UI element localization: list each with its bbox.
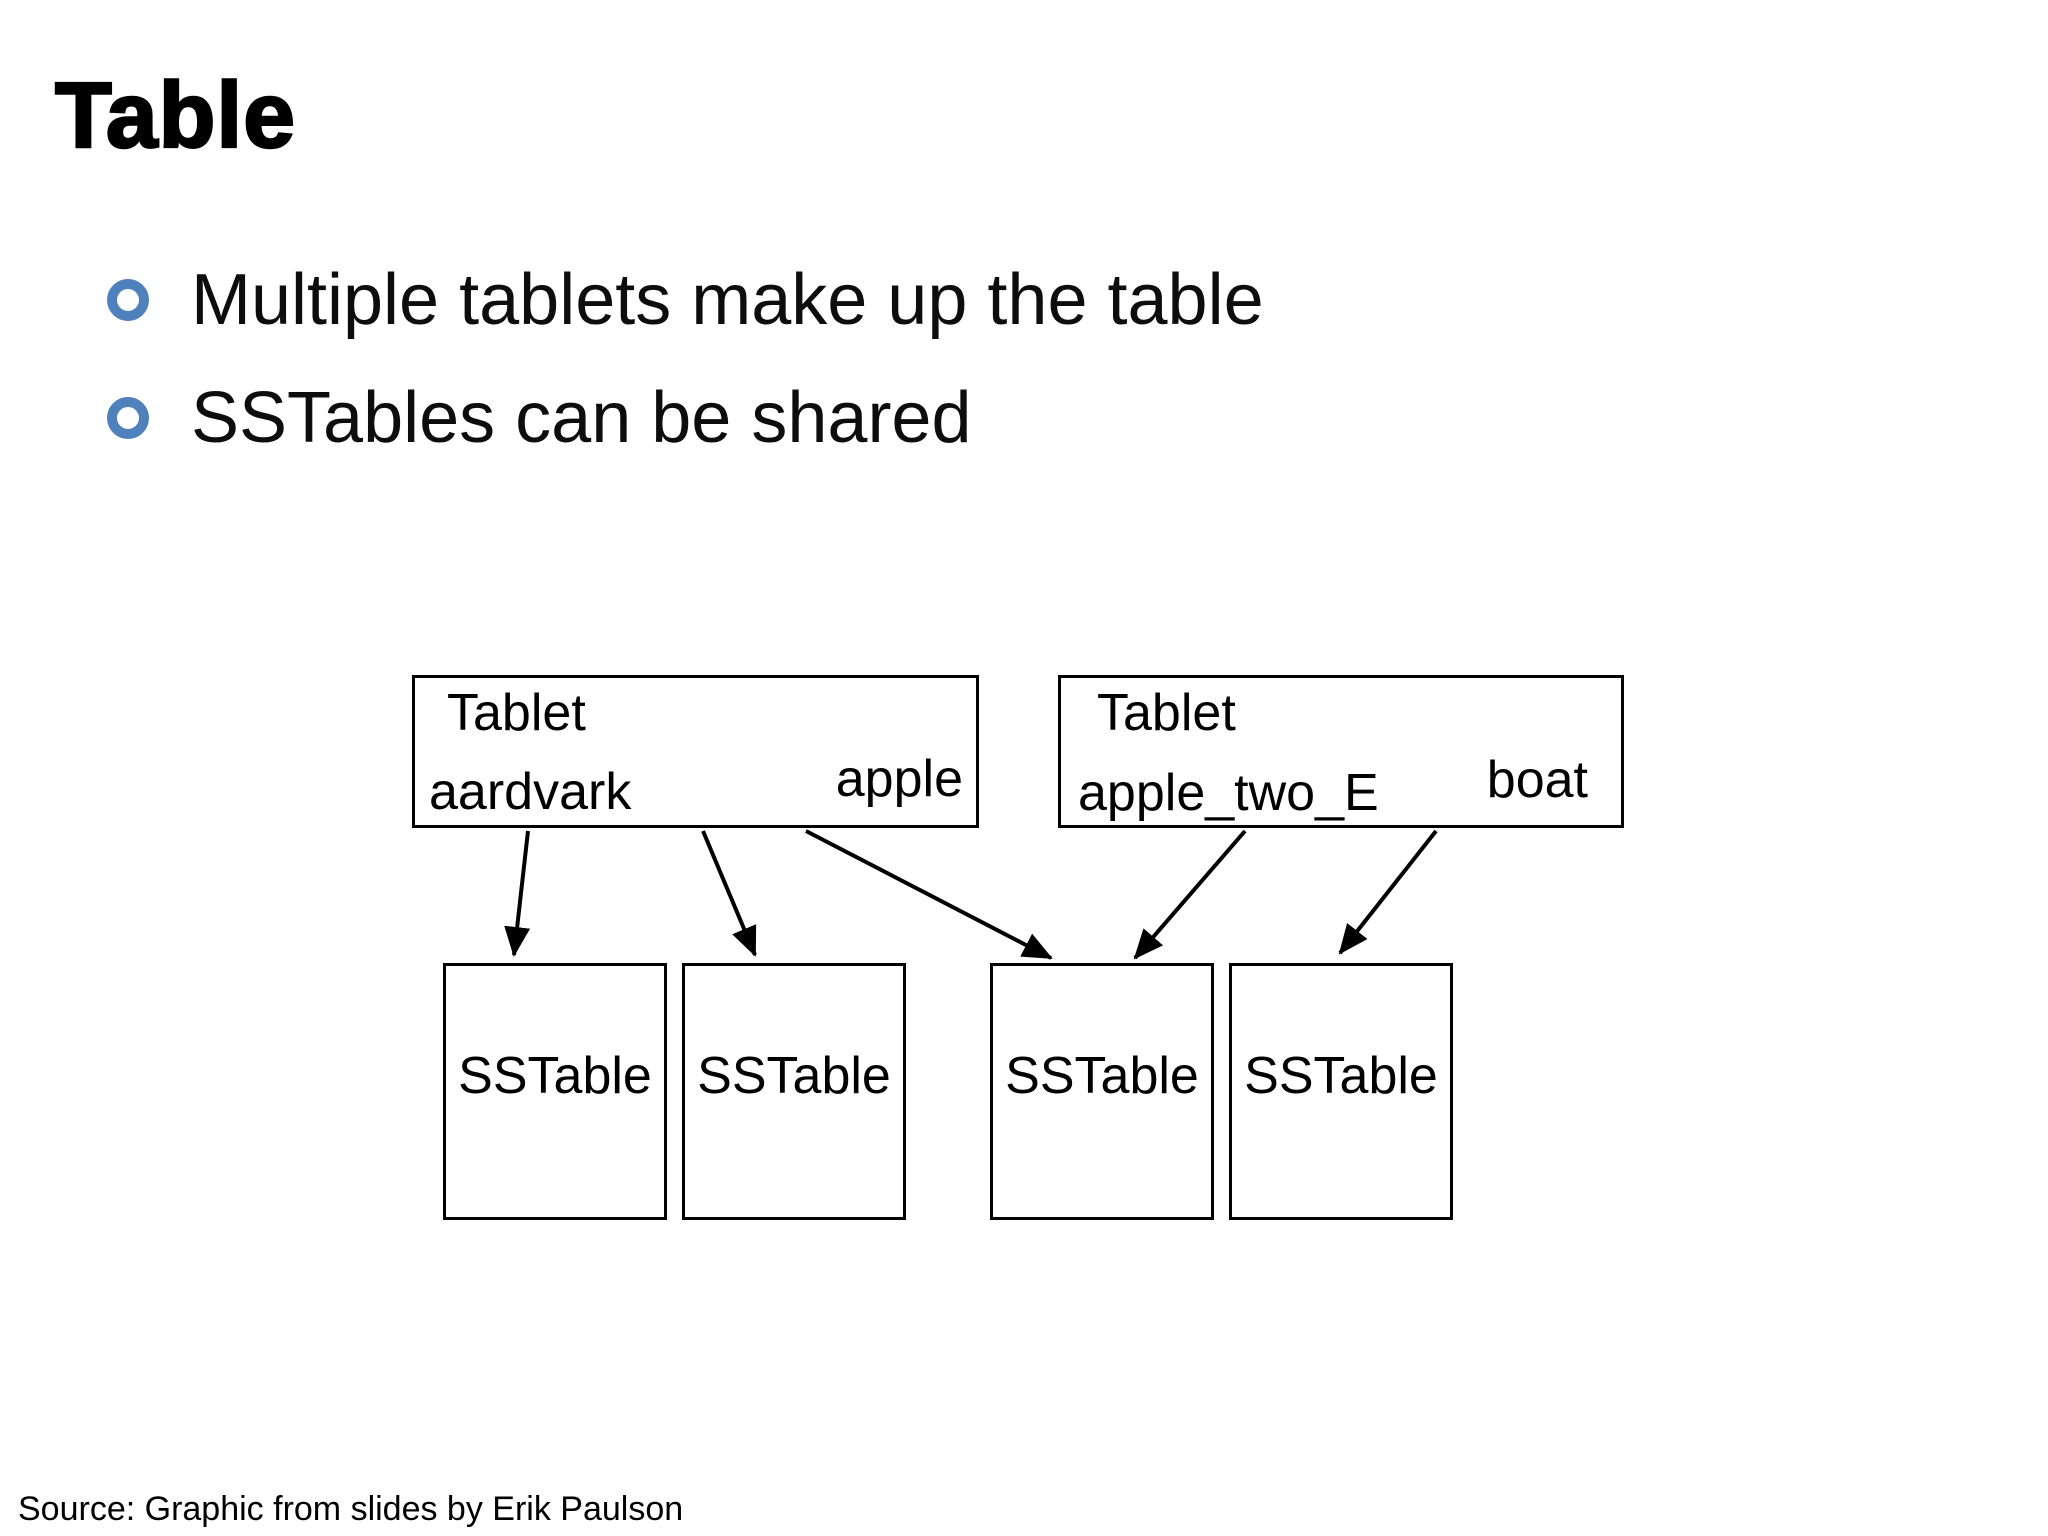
sstable-box-4: SSTable [1229, 963, 1453, 1220]
sstable-1-label: SSTable [458, 1046, 652, 1105]
sstable-box-3: SSTable [990, 963, 1214, 1220]
arrow-tablet1-sstable2 [701, 830, 757, 957]
tablet-box-1: Tablet aardvark apple [412, 675, 979, 828]
tablet-2-start-key: apple_two_E [1078, 764, 1379, 822]
arrow-tablet1-sstable1 [504, 830, 531, 957]
arrow-tablet2-sstable3 [1133, 829, 1247, 960]
bullet-ring-icon [107, 397, 149, 439]
sstable-3-label: SSTable [1005, 1046, 1199, 1105]
bullet-ring-icon [107, 279, 149, 321]
sstable-4-label: SSTable [1244, 1046, 1438, 1105]
bullet-item-2: SSTables can be shared [107, 376, 972, 460]
source-credit: Source: Graphic from slides by Erik Paul… [18, 1490, 684, 1528]
bullet-text-1: Multiple tablets make up the table [191, 260, 1264, 340]
tablet-1-end-key: apple [835, 750, 963, 808]
tablet-box-2: Tablet apple_two_E boat [1058, 675, 1624, 828]
arrow-tablet2-sstable4 [1338, 829, 1438, 955]
tablet-1-type-label: Tablet [447, 684, 586, 742]
tablet-2-end-key: boat [1486, 751, 1588, 809]
sstable-box-1: SSTable [443, 963, 667, 1220]
arrow-tablet1-sstable3 [805, 829, 1053, 960]
bullet-text-2: SSTables can be shared [191, 378, 972, 458]
sstable-2-label: SSTable [697, 1046, 891, 1105]
tablet-1-start-key: aardvark [429, 763, 632, 821]
tablet-2-type-label: Tablet [1097, 684, 1236, 742]
sstable-box-2: SSTable [682, 963, 906, 1220]
page-title: Table [54, 62, 297, 169]
bullet-item-1: Multiple tablets make up the table [107, 258, 1264, 342]
